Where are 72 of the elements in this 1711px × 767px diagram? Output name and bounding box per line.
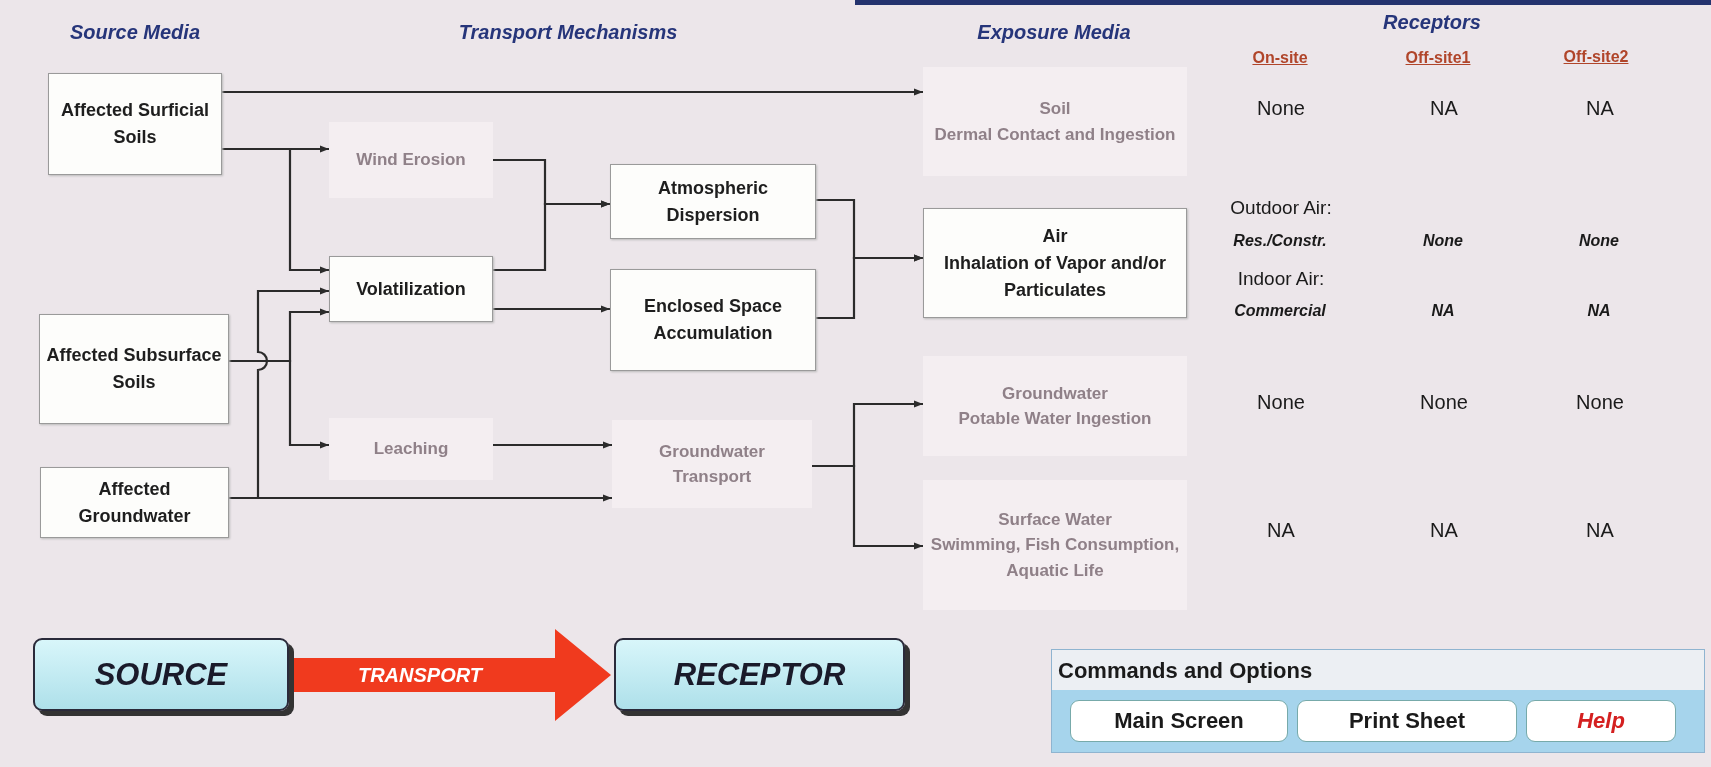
box-label: RECEPTOR [672,656,847,693]
process-box [610,164,816,239]
process-box [923,67,1187,176]
box-heading: Soil [1038,98,1072,120]
box-label: Groundwater Transport [658,440,766,488]
table-cell: Commercial [1234,302,1326,320]
block-arrow [292,629,611,721]
box-label: Affected Groundwater [77,477,192,528]
process-box [329,256,493,322]
box-label: Enclosed Space Accumulation [642,295,784,345]
column-heading: Source Media [70,20,200,44]
box-label: Wind Erosion [355,149,467,172]
arrow [493,441,612,449]
command-button: Print Sheet [1297,700,1517,742]
table-cell: None [1257,390,1305,414]
box-label: SOURCE [93,656,229,693]
box-label: Volatilization [355,277,467,301]
receptor-heading: Off-site2 [1563,48,1629,66]
command-button: Help [1526,700,1676,742]
table-cell: Indoor Air: [1237,268,1325,290]
process-box [39,314,229,424]
arrow [812,464,923,550]
arrow [816,254,923,320]
box-label: Potable Water Ingestion [957,408,1153,430]
receptor-heading: On-site [1252,49,1308,67]
table-cell: NA [1430,518,1458,542]
process-box [610,269,816,371]
process-box [923,480,1187,610]
panel-title: Commands and Options [1057,657,1313,684]
column-heading: Receptors [1383,10,1481,34]
box-label: Leaching [372,438,450,461]
box-label: Inhalation of Vapor and/or Particulates [943,251,1167,302]
table-cell: NA [1267,518,1295,542]
table-cell: NA [1430,96,1458,120]
table-cell: None [1420,390,1468,414]
box-label: Affected Subsurface Soils [45,344,223,394]
table-cell: None [1579,232,1619,250]
process-box [923,208,1187,318]
arrow [493,200,610,272]
box-heading: Surface Water [997,508,1113,531]
table-cell: NA [1587,302,1611,320]
process-box [40,467,229,538]
command-button: Main Screen [1070,700,1288,742]
box-label: Dermal Contact and Ingestion [933,123,1177,146]
arrow [493,305,610,313]
command-panel [1051,649,1705,753]
table-cell: None [1576,390,1624,414]
arrow [229,494,612,502]
process-box [48,73,222,175]
process-box [329,418,493,480]
table-cell: NA [1586,96,1614,120]
arrow [229,359,329,449]
table-cell: Res./Constr. [1233,232,1327,250]
column-heading: Transport Mechanisms [458,20,678,44]
box-label: Atmospheric Dispersion [657,176,769,227]
table-cell: NA [1586,518,1614,542]
column-heading: Exposure Media [977,20,1131,44]
box-heading: Groundwater [1001,382,1109,405]
arrow [222,88,923,96]
table-cell: None [1257,96,1305,120]
process-box [923,356,1187,456]
table-cell: None [1423,232,1463,250]
table-cell: Outdoor Air: [1230,197,1332,219]
receptor-heading: Off-site1 [1405,49,1471,67]
process-box [329,122,493,198]
box-label: Swimming, Fish Consumption, Aquatic Life [929,534,1181,582]
edge-label: TRANSPORT [357,663,483,687]
process-box [612,420,812,508]
box-heading: Air [1041,224,1069,248]
box-label: Affected Surficial Soils [59,99,210,149]
arrow [222,147,329,274]
table-cell: NA [1431,302,1455,320]
